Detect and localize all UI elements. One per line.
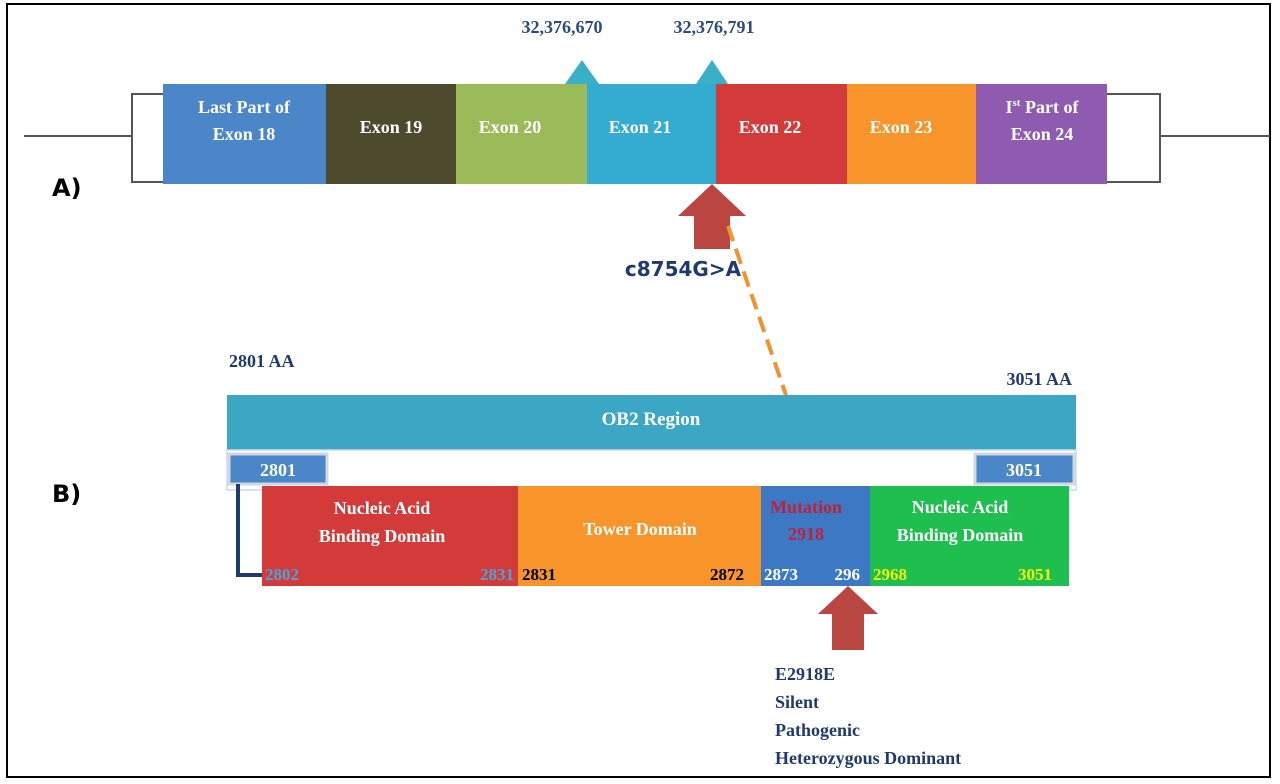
panel-a: Last Part of Exon 18 Exon 19 Exon 20 Exo… <box>24 17 1270 281</box>
domain-block: Nucleic Acid Binding Domain 2802 2831 <box>262 486 518 586</box>
domain-start-number: 2831 <box>522 565 556 584</box>
variant-note: E2918E <box>775 664 835 684</box>
domain-label: Binding Domain <box>319 526 446 546</box>
ob2-region-bar <box>227 395 1076 450</box>
ob2-region-label: OB2 Region <box>602 409 701 430</box>
exon-label: Exon 21 <box>609 117 672 137</box>
exon-rect <box>716 84 847 184</box>
exon-block: Exon 22 <box>716 84 847 184</box>
exon-rect <box>976 84 1107 184</box>
domain-end-number: 2872 <box>710 565 744 584</box>
exon-block: Exon 19 <box>326 84 456 184</box>
panel-b-label: B) <box>52 480 81 508</box>
aa-start-label: 2801 AA <box>229 351 295 371</box>
protein-mutation-arrow-icon <box>818 586 878 650</box>
domain-label: Nucleic Acid <box>334 498 431 518</box>
variant-note: Heterozygous Dominant <box>775 748 961 768</box>
domain-rect <box>870 486 1069 586</box>
domain-end-number: 2831 <box>480 565 514 584</box>
position-marker-right-icon <box>696 60 728 84</box>
exon-label: Ist Part of <box>1006 97 1080 117</box>
position-marker-left-icon <box>565 60 599 84</box>
exon-rect <box>587 84 716 184</box>
mutation-arrow-icon <box>678 184 746 249</box>
domain-label: 2918 <box>788 524 824 544</box>
region-start-number: 2801 <box>260 460 296 480</box>
utr-box-left <box>131 93 169 183</box>
domain-start-number: 2802 <box>265 565 299 584</box>
exon-label: Exon 23 <box>870 117 933 137</box>
variant-note: Pathogenic <box>775 720 860 740</box>
start-connector-line <box>236 484 262 577</box>
coordinate-right: 32,376,791 <box>674 17 755 37</box>
region-end-number: 3051 <box>1006 460 1042 480</box>
exon-block: Exon 23 <box>847 84 976 184</box>
domain-end-number: 296 <box>835 565 861 584</box>
exon-rect <box>163 84 326 184</box>
exon-block: Last Part of Exon 18 <box>163 84 326 184</box>
domain-label: Nucleic Acid <box>912 497 1009 517</box>
coordinate-left: 32,376,670 <box>522 17 603 37</box>
exon-label: Exon 20 <box>479 117 542 137</box>
mutation-cdna-label: c8754G>A <box>625 257 742 281</box>
domain-end-number: 3051 <box>1018 565 1052 584</box>
domain-block: Nucleic Acid Binding Domain 2968 3051 <box>870 486 1069 586</box>
variant-note: Silent <box>775 692 819 712</box>
region-start-box <box>227 452 329 486</box>
utr-box-right <box>1104 93 1161 183</box>
domain-label: Tower Domain <box>583 519 697 539</box>
domain-label: Mutation <box>770 497 842 517</box>
domain-label: Binding Domain <box>897 525 1024 545</box>
exon-label: Exon 22 <box>739 117 802 137</box>
exon-block: Ist Part of Exon 24 <box>976 84 1107 184</box>
domain-rect <box>761 486 870 586</box>
exon-rect <box>326 84 456 184</box>
domain-rect <box>518 486 761 586</box>
domain-start-number: 2968 <box>873 565 907 584</box>
domain-start-number: 2873 <box>764 565 798 584</box>
panel-b: 2801 AA 3051 AA OB2 Region 2801 3051 B) … <box>52 351 1077 768</box>
exon-label: Exon 24 <box>1011 124 1074 144</box>
exon-label: Last Part of <box>198 97 291 117</box>
region-end-box <box>973 452 1076 486</box>
panel-a-label: A) <box>52 174 82 202</box>
region-track <box>226 449 1077 491</box>
domain-block: Mutation 2918 2873 296 <box>761 486 870 586</box>
exon-rect <box>847 84 976 184</box>
exon-rect <box>456 84 587 184</box>
exon-label: Exon 19 <box>360 117 423 137</box>
exon-block: Exon 21 <box>587 84 716 184</box>
domain-rect <box>262 486 518 586</box>
domain-block: Tower Domain 2831 2872 <box>518 486 761 586</box>
exon-label: Exon 18 <box>213 124 276 144</box>
exon-block: Exon 20 <box>456 84 587 184</box>
aa-end-label: 3051 AA <box>1006 369 1072 389</box>
